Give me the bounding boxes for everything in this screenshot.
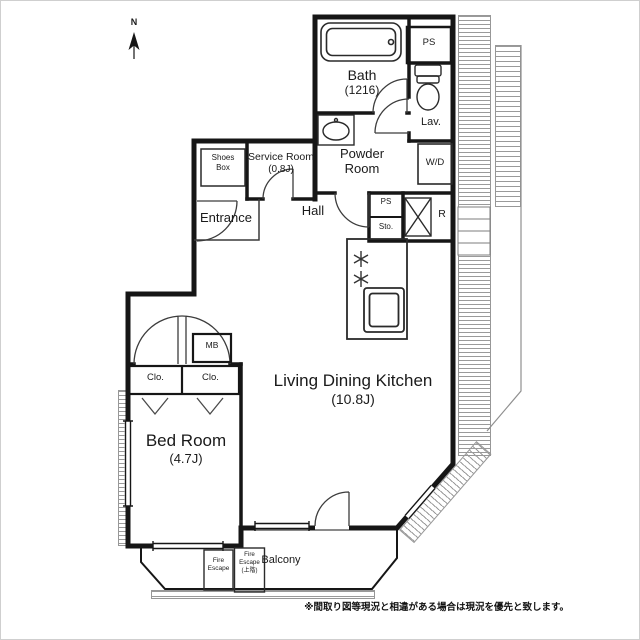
label-shoes-box-1: Shoes — [211, 153, 235, 162]
room-label-entrance: Entrance — [199, 210, 253, 225]
north-label: N — [130, 17, 138, 27]
label-closet-right: Clo. — [202, 372, 219, 383]
room-label-powder-2: Room — [344, 161, 380, 176]
disclaimer-note: ※間取り図等現況と相違がある場合は現況を優先と致します。 — [304, 602, 569, 613]
room-label-balcony: Balcony — [261, 554, 301, 566]
powder-door-arc — [334, 192, 370, 228]
window-symbols — [123, 420, 436, 551]
label-shoes-box-2: Box — [216, 163, 230, 172]
room-label-hall: Hall — [301, 203, 325, 218]
label-ps-lower: PS — [380, 197, 392, 206]
label-ps-upper: PS — [422, 37, 436, 48]
room-label-bath: Bath — [347, 67, 377, 83]
label-washer-dryer: W/D — [425, 157, 445, 168]
site-outline — [486, 45, 522, 432]
wall-opening-masks — [124, 421, 436, 550]
entrance-step-line — [194, 199, 260, 241]
bedroom-double-door-arcs — [133, 315, 231, 365]
shoes-box-outline — [200, 148, 246, 187]
meter-box-outline — [191, 332, 233, 364]
north-arrow-icon — [128, 32, 140, 59]
room-label-service: Service Room — [248, 151, 314, 163]
label-refrigerator: R — [438, 208, 446, 220]
ps-shaft-box — [405, 25, 453, 65]
room-size-service: (0.8J) — [268, 164, 294, 175]
label-fire-escape-2: Escape — [207, 565, 230, 572]
exterior-walls — [125, 14, 456, 549]
washer-dryer-box — [417, 143, 453, 185]
hatch-right-outer — [495, 45, 521, 207]
room-label-powder-1: Powder — [339, 146, 385, 161]
balcony-door-arc — [314, 491, 350, 527]
lavatory-door-arc — [374, 98, 410, 134]
room-size-bath: (1216) — [344, 83, 380, 97]
door-symbols — [133, 78, 410, 527]
label-fire-escape-1: Fire — [212, 557, 225, 564]
refrigerator-space-icon — [404, 197, 432, 237]
label-meter-box: MB — [205, 340, 219, 350]
stair-landing — [457, 206, 491, 256]
bathtub-icon — [320, 22, 402, 62]
entrance-door-arc — [196, 200, 238, 242]
room-label-ldk: Living Dining Kitchen — [273, 371, 433, 390]
fire-escape-hatch-outline — [203, 547, 266, 593]
room-label-lavatory: Lav. — [421, 116, 441, 128]
balcony-outline — [140, 530, 398, 590]
service-door-arc — [262, 168, 294, 200]
closet-outline — [127, 364, 241, 396]
stove-burner-icon — [353, 251, 369, 287]
label-fire-escape-upper-1: Fire — [244, 551, 255, 558]
room-size-bedroom: (4.7J) — [169, 451, 203, 466]
washbasin-icon — [317, 114, 355, 146]
kitchen-counter-icon — [346, 238, 408, 340]
toilet-icon — [414, 64, 442, 111]
closet-hanger-icon — [141, 397, 224, 416]
bath-door-arc — [372, 78, 408, 114]
hatch-bottom-strip — [151, 590, 375, 599]
label-fire-escape-upper-3: (上階) — [241, 568, 258, 574]
room-label-bedroom: Bed Room — [145, 431, 227, 450]
label-closet-left: Clo. — [147, 372, 164, 383]
label-fire-escape-upper-2: Escape — [239, 559, 260, 566]
label-storage: Sto. — [378, 222, 394, 231]
room-size-ldk: (10.8J) — [331, 391, 375, 407]
